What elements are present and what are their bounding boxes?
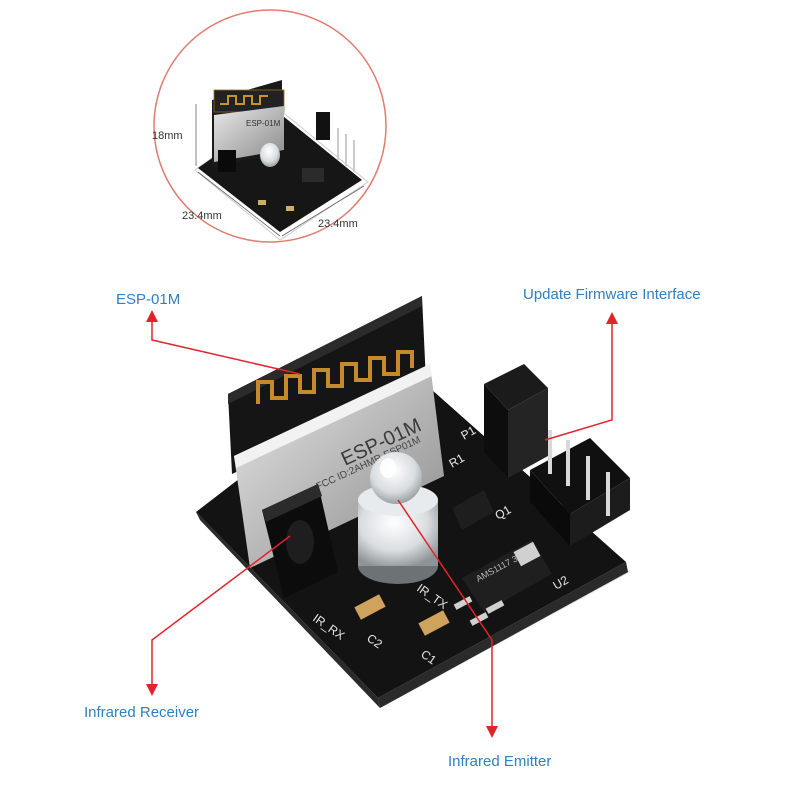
arrow-receiver: [146, 535, 291, 696]
inset-photo: ESP-01M: [153, 9, 387, 243]
svg-text:ESP-01M: ESP-01M: [246, 119, 281, 128]
capacitor-c2: [354, 594, 386, 620]
label-esp01m: ESP-01M: [116, 291, 181, 308]
main-board: ESP-01M FCC ID:2AHMR-ESP01M: [196, 296, 630, 708]
arrow-esp: [146, 310, 301, 375]
ir-emitter-led: [358, 452, 438, 584]
firmware-header: [484, 364, 630, 546]
silk-u2: U2: [551, 573, 572, 593]
antenna-trace: [256, 350, 414, 404]
label-update-firmware-interface: Update Firmware Interface: [523, 286, 701, 303]
label-infrared-emitter: Infrared Emitter: [448, 753, 552, 770]
silk-r1: R1: [447, 451, 468, 471]
dim-height: 18mm: [152, 130, 183, 142]
label-infrared-receiver: Infrared Receiver: [84, 704, 200, 721]
arrow-emitter: [397, 499, 498, 738]
silk-p1: P1: [459, 423, 479, 443]
transistor-q1: [452, 490, 494, 530]
dim-width-right: 23.4mm: [318, 218, 358, 230]
callout-arrows: [146, 310, 618, 738]
arrow-firmware: [544, 312, 618, 441]
capacitor-c1: [418, 610, 450, 636]
dim-width-left: 23.4mm: [182, 210, 222, 222]
